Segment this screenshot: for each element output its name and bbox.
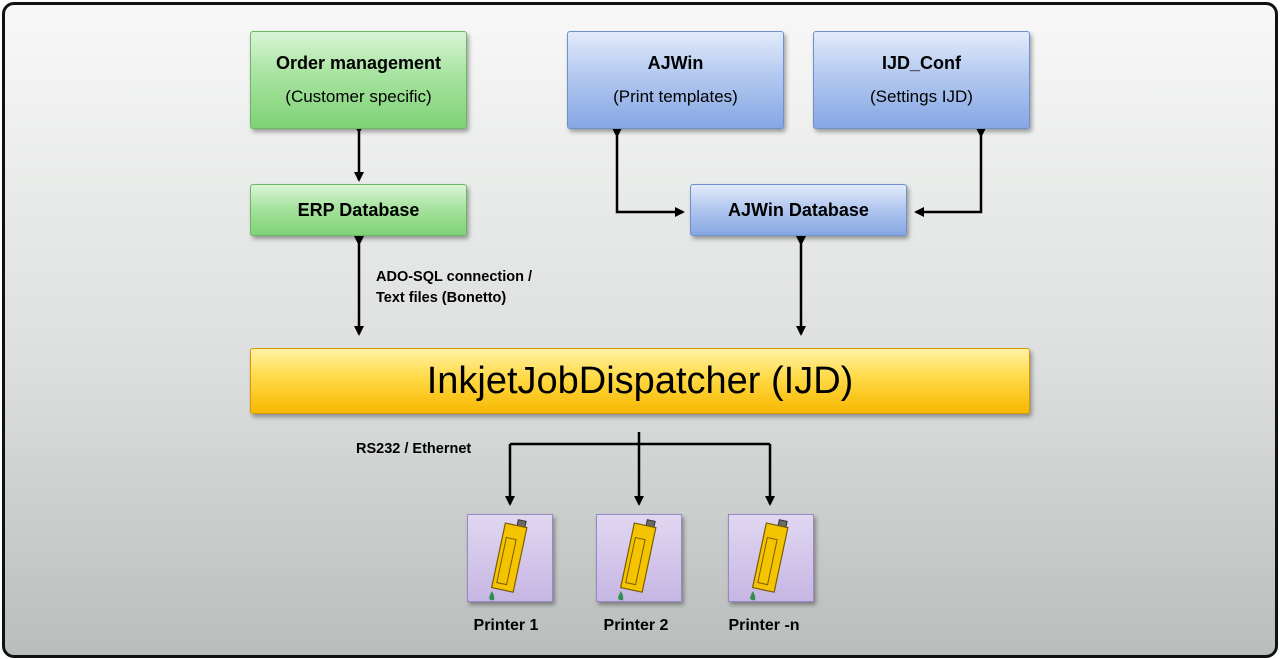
dispatcher-box: InkjetJobDispatcher (IJD) [250,348,1030,414]
arrow-ajwin-ajwindb [612,128,685,217]
printer-1-label: Printer 1 [473,617,539,634]
order-management-box: Order management (Customer specific) [250,31,467,129]
erp-database-title: ERP Database [297,200,420,220]
inkjet-cartridge-icon [489,519,528,601]
inkjet-cartridge-icon [618,519,657,601]
printer-connection-label: RS232 / Ethernet [356,441,472,457]
ajwin-subtitle: (Print templates) [613,87,738,106]
ajwin-database-title: AJWin Database [728,200,869,220]
printer-n-label: Printer -n [728,617,800,634]
ajwin-box: AJWin (Print templates) [567,31,784,129]
printer-2-label: Printer 2 [603,617,669,634]
printer-2-tile [596,514,682,602]
printer-1-tile [467,514,553,602]
erp-connection-label-line1: ADO-SQL connection / [376,269,533,285]
ijd-conf-box: IJD_Conf (Settings IJD) [813,31,1030,129]
printer-n-tile [728,514,814,602]
arrow-ijdconf-ajwindb [914,128,986,217]
erp-database-box: ERP Database [250,184,467,236]
order-management-title: Order management [275,53,442,73]
inkjet-cartridge-icon [750,519,789,601]
ijd-conf-subtitle: (Settings IJD) [870,87,973,106]
order-management-subtitle: (Customer specific) [285,87,432,106]
dispatcher-title: InkjetJobDispatcher (IJD) [426,359,854,402]
ajwin-database-box: AJWin Database [690,184,907,236]
ijd-conf-title: IJD_Conf [881,53,961,73]
erp-connection-label: ADO-SQL connection / Text files (Bonetto… [376,267,532,309]
ajwin-title: AJWin [647,53,704,73]
erp-connection-label-line2: Text files (Bonetto) [376,290,507,306]
